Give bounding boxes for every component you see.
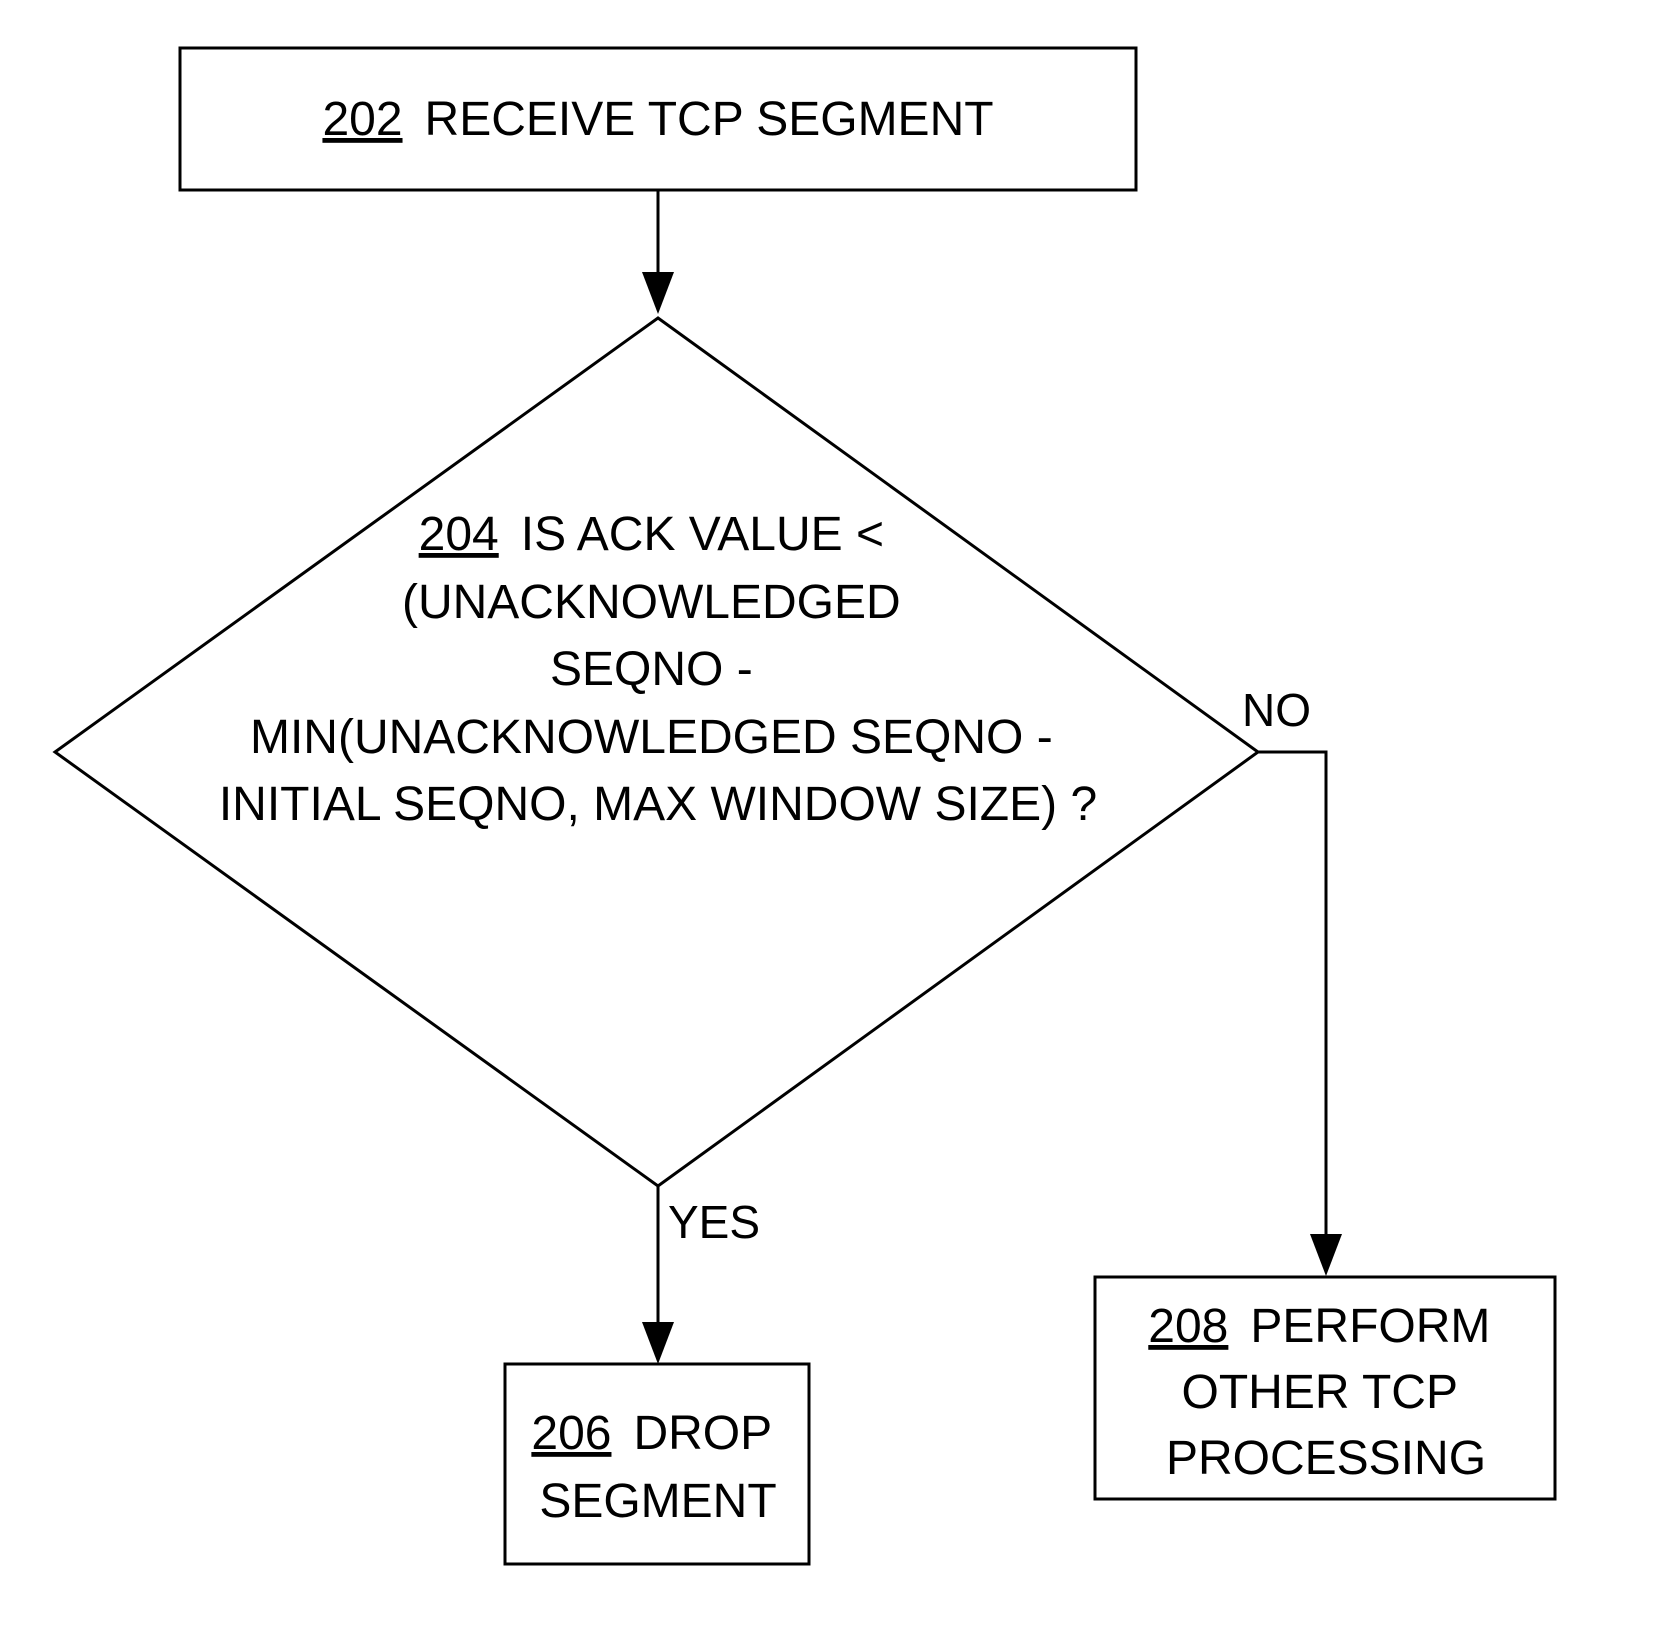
step-text-line: IS ACK VALUE <: [521, 508, 884, 561]
node-receive-tcp-segment: 202 RECEIVE TCP SEGMENT: [180, 48, 1136, 190]
step-ref-number: 202: [322, 93, 402, 146]
step-text-line: OTHER TCP: [1182, 1366, 1458, 1419]
node-box: [505, 1364, 809, 1564]
step-text-line: INITIAL SEQNO, MAX WINDOW SIZE) ?: [219, 778, 1097, 831]
step-ref-number: 206: [531, 1407, 611, 1460]
step-text-line: SEQNO -: [550, 643, 753, 696]
connector-no-branch: NO: [1242, 684, 1342, 1276]
connector-yes-branch: YES: [642, 1186, 760, 1364]
step-text-line: SEGMENT: [539, 1475, 776, 1528]
node-drop-segment: 206 DROP SEGMENT: [505, 1364, 809, 1564]
step-text-line: MIN(UNACKNOWLEDGED SEQNO -: [250, 711, 1053, 764]
step-text-line: DROP: [633, 1407, 771, 1460]
step-text-line: PERFORM: [1250, 1300, 1490, 1353]
step-text-line: RECEIVE TCP SEGMENT: [425, 93, 994, 146]
step-text-line: PROCESSING: [1166, 1432, 1486, 1485]
step-ref-number: 208: [1148, 1300, 1228, 1353]
arrowhead: [1310, 1234, 1342, 1276]
arrowhead: [642, 272, 674, 314]
step-text-line: (UNACKNOWLEDGED: [402, 576, 901, 629]
node-label: 208 PERFORM OTHER TCP PROCESSING: [1148, 1300, 1503, 1485]
node-decision-ack-value: 204 IS ACK VALUE < (UNACKNOWLEDGED SEQNO …: [55, 318, 1258, 1186]
connector-202-to-204: [642, 190, 674, 314]
node-perform-other-tcp-processing: 208 PERFORM OTHER TCP PROCESSING: [1095, 1277, 1555, 1499]
edge-label-yes: YES: [668, 1196, 760, 1248]
arrowhead: [642, 1322, 674, 1364]
step-ref-number: 204: [419, 508, 499, 561]
edge-label-no: NO: [1242, 684, 1311, 736]
